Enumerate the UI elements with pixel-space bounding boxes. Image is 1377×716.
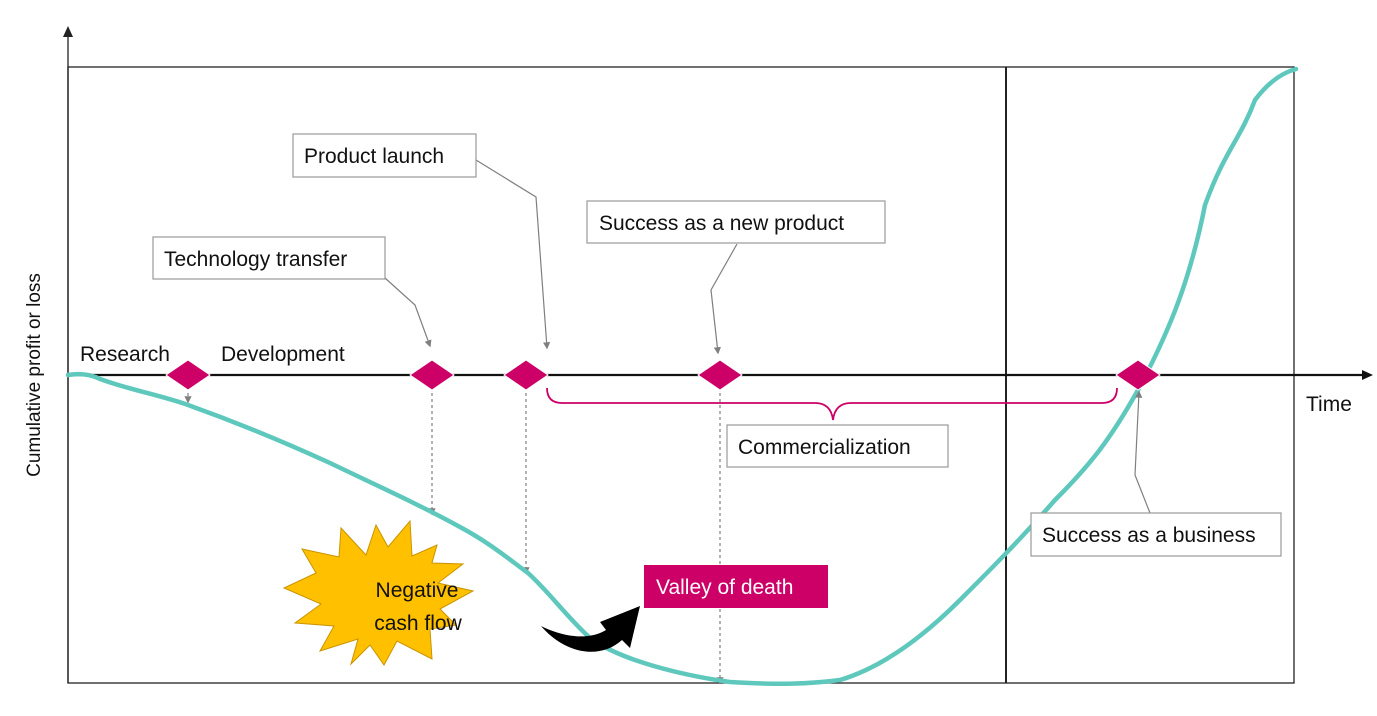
milestones bbox=[165, 359, 1161, 391]
phase-label-development: Development bbox=[221, 343, 345, 366]
curved-arrow bbox=[541, 606, 640, 652]
callout-box bbox=[1030, 512, 1282, 557]
x-axis-arrowhead bbox=[1362, 370, 1373, 380]
callout-technology-transfer: Technology transfer bbox=[152, 236, 386, 280]
callout-label: Technology transfer bbox=[164, 248, 347, 271]
valley-of-death-bg bbox=[644, 565, 828, 608]
starburst-label-line2: cash flow bbox=[374, 612, 462, 635]
milestone-new-product-diamond bbox=[697, 359, 743, 391]
y-axis-label: Cumulative profit or loss bbox=[24, 273, 45, 477]
callout-box bbox=[586, 200, 886, 244]
callout-label: Success as a new product bbox=[599, 212, 844, 235]
callout-commercialization: Commercialization bbox=[726, 424, 949, 468]
leader-business bbox=[1134, 390, 1151, 514]
curved-arrow-shape bbox=[541, 606, 640, 652]
callout-label: Product launch bbox=[304, 145, 444, 168]
callout-leaders bbox=[384, 159, 1151, 514]
valley-of-death-label: Valley of death bbox=[656, 576, 793, 599]
leader-product-launch bbox=[475, 159, 551, 350]
phase-label-research: Research bbox=[80, 343, 170, 366]
x-axis-label: Time bbox=[1306, 393, 1352, 416]
commercialization-brace bbox=[546, 387, 1118, 421]
callout-product-launch: Product launch bbox=[292, 133, 477, 178]
milestone-tech-transfer-diamond bbox=[409, 359, 455, 391]
milestone-product-launch-diamond bbox=[503, 359, 549, 391]
drop-lines bbox=[184, 387, 724, 685]
milestone-research-diamond bbox=[165, 359, 211, 391]
leader-new-product bbox=[710, 243, 738, 355]
cash-flow-curve bbox=[65, 66, 1299, 686]
leader-tech-transfer bbox=[384, 277, 432, 348]
callout-label: Commercialization bbox=[738, 436, 911, 459]
starburst-shape bbox=[282, 519, 475, 666]
callout-box bbox=[152, 236, 386, 280]
callout-box bbox=[726, 424, 949, 468]
callout-label: Success as a business bbox=[1042, 524, 1256, 547]
callout-box bbox=[292, 133, 477, 178]
negative-cash-flow-starburst: Negative cash flow bbox=[282, 519, 475, 666]
callout-success-new-product: Success as a new product bbox=[586, 200, 886, 244]
milestone-business-diamond bbox=[1115, 359, 1161, 391]
y-axis-arrowhead bbox=[63, 26, 73, 37]
starburst-label-line1: Negative bbox=[376, 579, 459, 602]
callout-success-business: Success as a business bbox=[1030, 512, 1282, 557]
valley-of-death-box: Valley of death bbox=[644, 565, 828, 608]
